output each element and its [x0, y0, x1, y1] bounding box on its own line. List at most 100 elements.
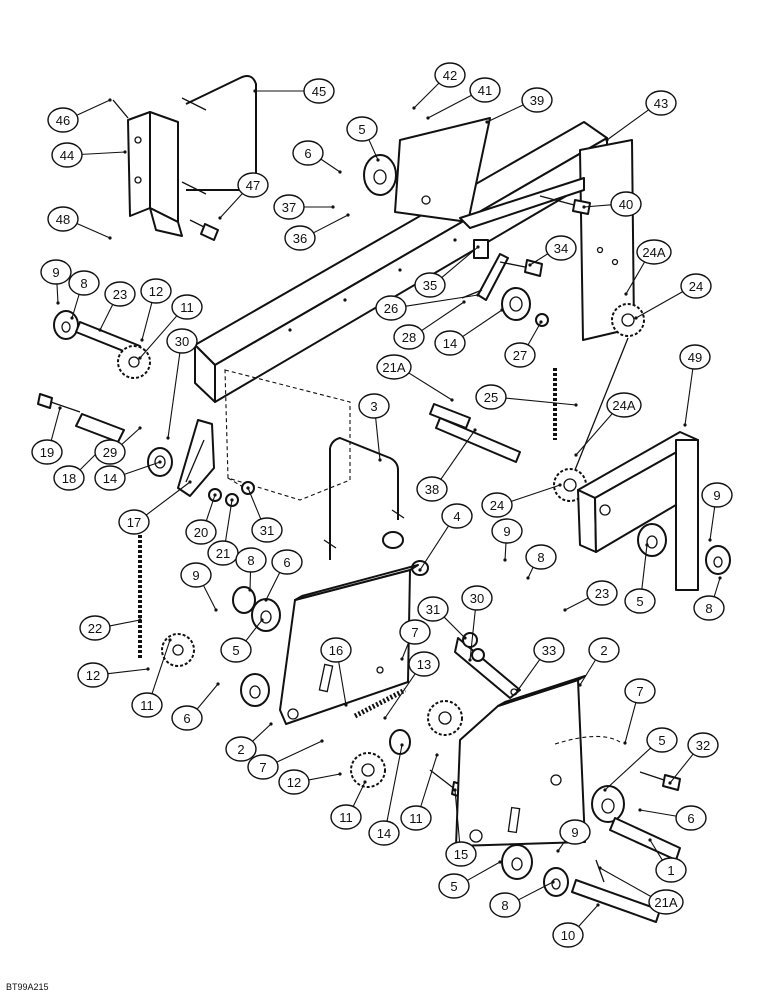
callout-c35: 35: [414, 272, 446, 298]
leader-line-c22: [109, 619, 141, 627]
bolt-40: [539, 195, 591, 215]
callout-number: 5: [358, 122, 365, 137]
leader-line-c30b: [469, 609, 476, 661]
callout-bubble: [416, 476, 448, 502]
bolt-19-and-spacer-18: [37, 393, 125, 443]
callout-bubble: [247, 754, 279, 780]
leader-line-c8e: [518, 881, 554, 901]
leader-tip-c35: [476, 245, 480, 249]
callout-number: 4: [453, 509, 460, 524]
bracket-strap-33: [454, 632, 521, 699]
leader-line-c11d: [420, 754, 438, 807]
callout-number: 28: [402, 330, 416, 345]
callout-bubble: [438, 873, 470, 899]
leader-line-c20: [205, 494, 216, 521]
leader-tip-c5d: [603, 788, 607, 792]
callout-bubble: [330, 804, 362, 830]
callout-bubble: [461, 585, 493, 611]
bottom-shaft-group: [501, 844, 661, 923]
callout-bubble: [278, 769, 310, 795]
idler-roller-upper: [501, 287, 549, 327]
callout-c25: 25: [475, 384, 507, 410]
callout-bubble: [399, 619, 431, 645]
leader-line-c19: [50, 407, 61, 441]
callout-c40: 40: [610, 191, 642, 217]
leader-tip-c42: [412, 106, 416, 110]
leader-line-c9c: [504, 542, 507, 561]
leader-tip-c9a: [56, 301, 60, 305]
callout-bubble: [552, 922, 584, 948]
callout-c47: 47: [237, 172, 269, 198]
callout-c3: 3: [358, 393, 390, 419]
callout-number: 48: [56, 212, 70, 227]
bearing-group-center-left: [232, 586, 281, 632]
callout-bubble: [77, 662, 109, 688]
callout-number: 1: [667, 863, 674, 878]
callout-c11a: 11: [171, 294, 203, 320]
callout-number: 11: [140, 698, 154, 713]
callout-number: 12: [149, 284, 163, 299]
leader-tip-c40: [582, 205, 586, 209]
leader-tip-c12b: [146, 667, 150, 671]
callout-number: 5: [636, 594, 643, 609]
callout-bubble: [118, 509, 150, 535]
leader-tip-c8d: [718, 576, 722, 580]
callout-number: 21A: [654, 895, 677, 910]
callout-bubble: [171, 294, 203, 320]
leader-line-c3: [375, 417, 381, 461]
callout-bubble: [679, 344, 711, 370]
leader-line-c4: [419, 525, 449, 571]
callout-c30b: 30: [461, 585, 493, 611]
callout-number: 17: [127, 515, 141, 530]
callout-c14a: 14: [434, 330, 466, 356]
callout-c28: 28: [393, 324, 425, 350]
callout-bubble: [445, 841, 477, 867]
callout-c8e: 8: [489, 892, 521, 918]
leader-tip-c36: [346, 213, 350, 217]
leader-line-c1: [649, 839, 663, 861]
callout-bubble: [504, 342, 536, 368]
leader-tip-c39: [485, 120, 489, 124]
callout-number: 5: [232, 643, 239, 658]
callout-c12c: 12: [278, 769, 310, 795]
callout-c34: 34: [545, 235, 577, 261]
leader-tip-c8e: [551, 880, 555, 884]
callout-c13: 13: [408, 651, 440, 677]
callout-number: 43: [654, 96, 668, 111]
leader-line-c25: [505, 397, 577, 406]
bearing-flange-left-lower: [240, 673, 270, 707]
callout-number: 20: [194, 525, 208, 540]
callout-c24a: 24: [680, 273, 712, 299]
leader-tip-c7c: [320, 739, 324, 743]
drive-shafts-38: [429, 403, 521, 463]
leader-line-c23a: [99, 304, 114, 331]
callout-c24Aa: 24A: [636, 239, 672, 265]
callout-bubble: [434, 330, 466, 356]
callout-number: 46: [56, 113, 70, 128]
callout-bubble: [491, 518, 523, 544]
leader-line-c21Ab: [599, 867, 652, 897]
callout-bubble: [646, 727, 678, 753]
callout-c17: 17: [118, 509, 150, 535]
callout-bubble: [368, 820, 400, 846]
callout-c5c: 5: [220, 637, 252, 663]
leader-tip-c13: [383, 716, 387, 720]
leader-tip-c6b: [264, 598, 268, 602]
callout-c12a: 12: [140, 278, 172, 304]
callout-bubble: [273, 194, 305, 220]
leader-tip-c2a: [578, 683, 582, 687]
callout-bubble: [220, 637, 252, 663]
callout-number: 36: [293, 231, 307, 246]
callout-number: 7: [259, 760, 266, 775]
callout-c14c: 14: [368, 820, 400, 846]
callout-number: 30: [470, 591, 484, 606]
leader-tip-c26: [476, 293, 480, 297]
callout-number: 5: [450, 879, 457, 894]
callout-c6b: 6: [271, 549, 303, 575]
callout-c31b: 31: [417, 596, 449, 622]
leader-line-c44: [81, 151, 126, 155]
callout-c44: 44: [51, 142, 83, 168]
callout-number: 8: [537, 550, 544, 565]
callout-bubble: [469, 77, 501, 103]
